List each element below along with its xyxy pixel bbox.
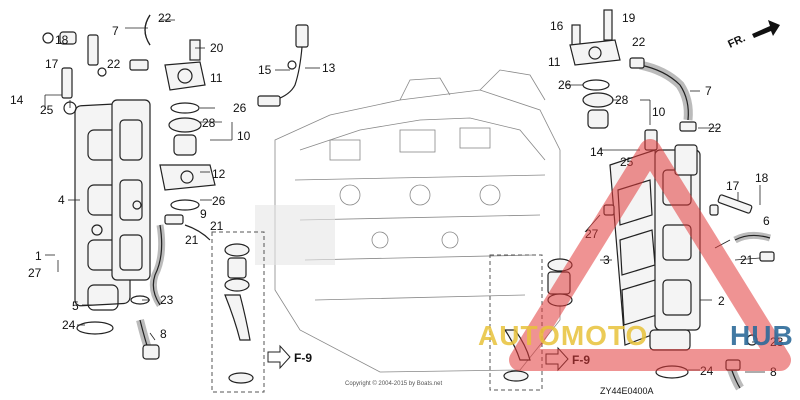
callout-11b: 11 bbox=[548, 55, 561, 69]
callout-21c: 21 bbox=[740, 253, 754, 267]
callout-4: 4 bbox=[58, 193, 65, 207]
callout-9: 9 bbox=[200, 207, 207, 221]
left-jacket-cover bbox=[74, 99, 151, 311]
left-hoses bbox=[149, 214, 211, 307]
front-arrow-icon bbox=[752, 20, 780, 38]
callout-13: 13 bbox=[322, 61, 336, 75]
watermark-brand-b: HUB bbox=[730, 320, 794, 351]
callout-14: 14 bbox=[10, 93, 24, 107]
diagram-code: ZY44E0400A bbox=[600, 386, 654, 396]
callout-11: 11 bbox=[210, 71, 223, 85]
watermark-brand-a: AUTOMOTO bbox=[478, 320, 648, 351]
callout-23: 23 bbox=[160, 293, 174, 307]
callout-5: 5 bbox=[72, 299, 79, 313]
callout-7: 7 bbox=[112, 24, 119, 38]
callout-26c: 26 bbox=[212, 194, 226, 208]
callout-10: 10 bbox=[237, 129, 251, 143]
sensor-wire bbox=[257, 24, 309, 107]
callout-22c: 22 bbox=[632, 35, 646, 49]
copyright-text: Copyright © 2004-2015 by Boats.net bbox=[345, 380, 442, 387]
callout-15: 15 bbox=[258, 63, 272, 77]
callout-18b: 18 bbox=[755, 171, 769, 185]
callout-28: 28 bbox=[202, 116, 216, 130]
callout-24: 24 bbox=[62, 318, 76, 332]
callout-18: 18 bbox=[55, 33, 69, 47]
callout-28b: 28 bbox=[615, 93, 629, 107]
callout-12: 12 bbox=[212, 167, 226, 181]
callout-22: 22 bbox=[158, 11, 172, 25]
leader-lines bbox=[44, 19, 765, 373]
callout-22b: 22 bbox=[107, 57, 121, 71]
warning-triangle-icon bbox=[509, 139, 791, 371]
callout-3: 3 bbox=[603, 253, 610, 267]
watermark-logo: AUTOMOTO HUB bbox=[478, 139, 794, 371]
callout-21b: 21 bbox=[185, 233, 199, 247]
callout-8b: 8 bbox=[770, 365, 777, 379]
callout-22d: 22 bbox=[708, 121, 722, 135]
right-hose bbox=[629, 57, 697, 132]
callout-16: 16 bbox=[550, 19, 564, 33]
callout-17: 17 bbox=[45, 57, 59, 71]
callout-26: 26 bbox=[233, 101, 247, 115]
callout-10b: 10 bbox=[652, 105, 666, 119]
figure-ref-left: F-9 bbox=[267, 344, 312, 370]
callout-21: 21 bbox=[210, 219, 224, 233]
thermostat-stack-left bbox=[159, 39, 216, 211]
callout-26b: 26 bbox=[558, 78, 572, 92]
front-arrow: FR. bbox=[726, 20, 780, 51]
callout-19: 19 bbox=[622, 11, 636, 25]
callout-27: 27 bbox=[28, 266, 42, 280]
callout-20: 20 bbox=[210, 41, 224, 55]
thermostat-stack-right bbox=[569, 9, 658, 151]
callout-1: 1 bbox=[35, 249, 42, 263]
callout-8: 8 bbox=[160, 327, 167, 341]
front-marker: FR. bbox=[726, 32, 747, 50]
callout-2: 2 bbox=[718, 294, 725, 308]
callout-6: 6 bbox=[763, 214, 770, 228]
callout-14b: 14 bbox=[590, 145, 604, 159]
dashed-box-left bbox=[211, 231, 265, 393]
callout-17b: 17 bbox=[726, 179, 740, 193]
top-left-parts bbox=[42, 14, 151, 115]
engine-block bbox=[255, 69, 561, 373]
callout-25: 25 bbox=[40, 103, 54, 117]
figure-ref-label: F-9 bbox=[294, 351, 312, 365]
callout-7b: 7 bbox=[705, 84, 712, 98]
